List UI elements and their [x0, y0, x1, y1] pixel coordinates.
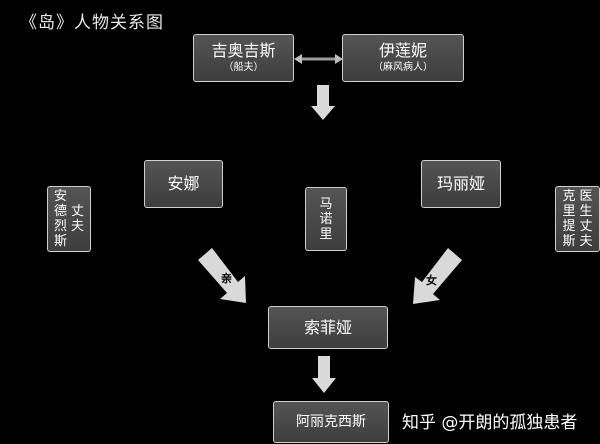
left-diagonal-arrow — [198, 248, 246, 303]
down-arrow-sofia — [312, 356, 336, 393]
node-guiorgis-name: 吉奥吉斯 — [211, 41, 276, 60]
diagram-title: 《岛》人物关系图 — [20, 13, 164, 33]
node-kyritsis: 医生丈夫 克里提斯 — [555, 186, 600, 252]
node-andreas: 丈夫 安德烈斯 — [47, 186, 91, 252]
node-alexis-name: 阿丽克西斯 — [296, 414, 366, 430]
node-guiorgis-role: （船夫） — [223, 62, 264, 73]
node-sofia-name: 索菲娅 — [303, 317, 352, 337]
node-andreas-line2: 安德烈斯 — [53, 189, 67, 249]
node-eleni-role: （麻风病人） — [373, 62, 433, 73]
node-maria: 玛丽娅 — [421, 160, 501, 208]
node-alexis: 阿丽克西斯 — [273, 401, 389, 443]
node-eleni-name: 伊莲妮 — [378, 41, 427, 60]
node-manolis-name: 马诺里 — [319, 196, 333, 242]
down-arrow-parents — [311, 85, 335, 120]
node-andreas-line1: 丈夫 — [70, 204, 84, 234]
node-anna-name: 安娜 — [167, 174, 200, 193]
node-kyritsis-line1: 医生丈夫 — [579, 189, 593, 249]
right-diagonal-arrow — [413, 248, 462, 304]
left-arrow-label: 亲 — [221, 272, 232, 285]
node-guiorgis: 吉奥吉斯 （船夫） — [193, 34, 294, 82]
watermark: 知乎 @开朗的孤独患者 — [402, 413, 578, 433]
right-arrow-label: 女 — [426, 274, 437, 287]
node-maria-name: 玛丽娅 — [436, 174, 485, 193]
node-kyritsis-line2: 克里提斯 — [562, 189, 576, 249]
marriage-connector — [294, 54, 343, 64]
node-anna: 安娜 — [144, 160, 223, 208]
node-manolis: 马诺里 — [305, 187, 347, 251]
node-eleni: 伊莲妮 （麻风病人） — [342, 34, 464, 82]
node-sofia: 索菲娅 — [268, 306, 388, 349]
